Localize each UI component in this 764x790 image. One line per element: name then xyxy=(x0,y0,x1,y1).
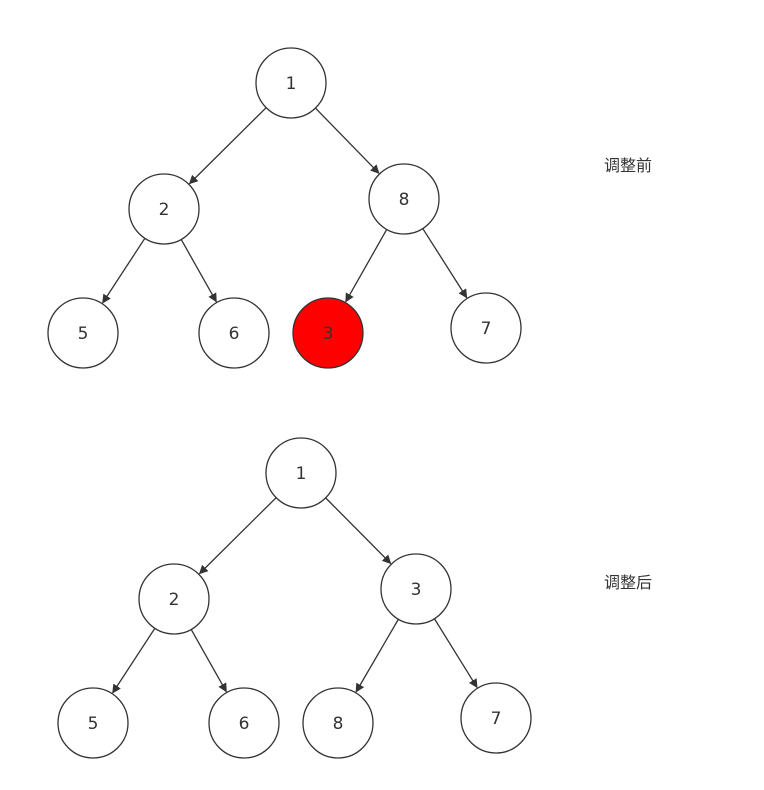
node-circle xyxy=(368,163,440,235)
node-before-1: 1 xyxy=(255,47,327,119)
node-circle xyxy=(380,553,452,625)
node-circle xyxy=(302,687,374,759)
node-before-2: 2 xyxy=(128,173,200,245)
node-label: 5 xyxy=(88,714,99,734)
node-circle xyxy=(128,173,200,245)
node-label: 7 xyxy=(481,319,492,339)
node-before-7: 7 xyxy=(450,292,522,364)
node-circle xyxy=(198,297,270,369)
node-circle xyxy=(460,682,532,754)
node-before-5: 5 xyxy=(47,297,119,369)
node-label: 2 xyxy=(159,200,170,220)
caption-after: 调整后 xyxy=(604,573,652,592)
node-label: 6 xyxy=(229,324,240,344)
node-label: 8 xyxy=(333,714,344,734)
node-circle xyxy=(450,292,522,364)
edge-after-2-to-5 xyxy=(112,627,156,694)
node-label: 3 xyxy=(323,324,334,344)
node-before-3: 3 xyxy=(292,297,364,369)
nodes-layer: 1 2 8 5 6 3 7 1 2 3 5 6 8 7 xyxy=(47,47,532,759)
edge-after-3-to-7 xyxy=(433,618,478,689)
node-circle xyxy=(138,563,210,635)
node-before-8: 8 xyxy=(368,163,440,235)
node-label: 8 xyxy=(399,190,410,210)
node-label: 3 xyxy=(411,580,422,600)
node-after-2: 2 xyxy=(138,563,210,635)
edge-after-1-to-3 xyxy=(325,497,392,565)
node-circle xyxy=(57,687,129,759)
node-after-3: 3 xyxy=(380,553,452,625)
node-after-5: 5 xyxy=(57,687,129,759)
edge-before-2-to-6 xyxy=(180,239,217,303)
highlighted-node-circle xyxy=(292,297,364,369)
edge-before-2-to-5 xyxy=(102,237,146,304)
node-circle xyxy=(265,437,337,509)
edge-before-1-to-2 xyxy=(188,107,267,185)
edge-before-8-to-3 xyxy=(345,229,388,303)
node-label: 1 xyxy=(296,464,307,484)
node-circle xyxy=(208,687,280,759)
node-circle xyxy=(255,47,327,119)
edge-after-3-to-8 xyxy=(355,618,399,693)
edge-before-1-to-8 xyxy=(314,107,380,174)
node-after-7: 7 xyxy=(460,682,532,754)
node-after-1: 1 xyxy=(265,437,337,509)
edge-after-2-to-6 xyxy=(190,629,227,693)
edge-after-1-to-2 xyxy=(198,497,277,575)
node-label: 5 xyxy=(78,324,89,344)
edge-before-8-to-7 xyxy=(422,228,468,299)
node-circle xyxy=(47,297,119,369)
node-label: 6 xyxy=(239,714,250,734)
caption-before: 调整前 xyxy=(604,156,652,175)
node-before-6: 6 xyxy=(198,297,270,369)
node-after-6: 6 xyxy=(208,687,280,759)
node-after-8: 8 xyxy=(302,687,374,759)
node-label: 2 xyxy=(169,590,180,610)
node-label: 1 xyxy=(286,74,297,94)
edges-layer xyxy=(102,107,478,694)
node-label: 7 xyxy=(491,709,502,729)
